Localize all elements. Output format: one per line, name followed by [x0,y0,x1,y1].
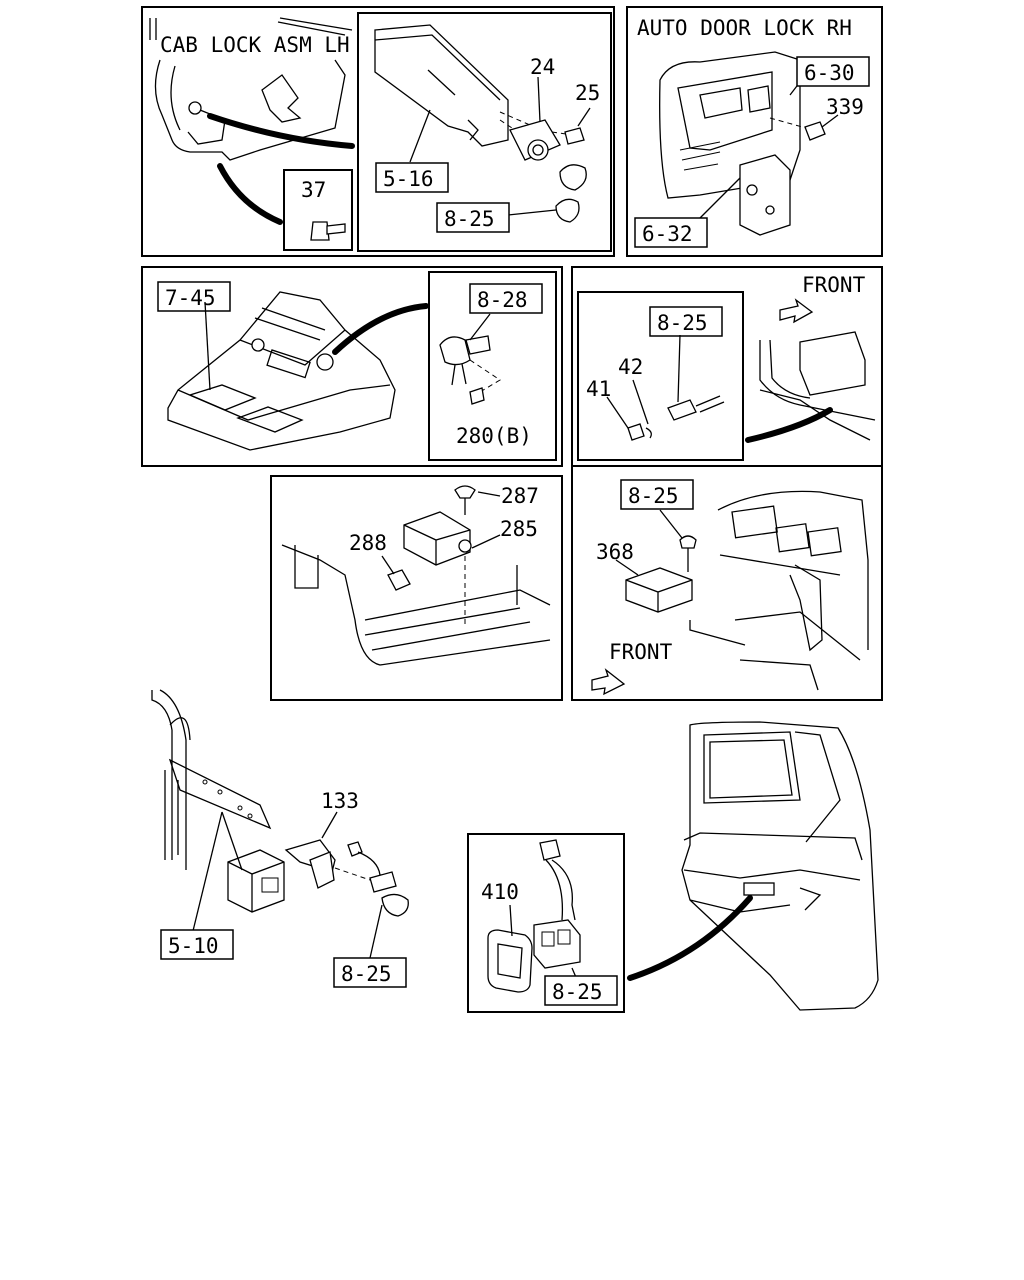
cab-lock-body-drawing [149,17,355,225]
group-door-switch-rh: 410 8-25 [467,721,879,1013]
front-label-2: FRONT [609,640,673,664]
panel-controller: 8-25 368 FRONT [571,465,883,701]
panel-floor-unit: 287 285 288 [270,475,563,701]
panel-sensor-inset-frame [577,291,744,461]
panel-cab-lock: CAB LOCK ASM LH 37 [141,6,615,257]
door-drawing [627,721,879,1011]
ref-8-25-e: 8-25 [552,980,603,1004]
cab-lock-title: CAB LOCK ASM LH [160,33,350,57]
floor-unit-drawing [281,485,551,666]
label-25: 25 [575,81,600,105]
panel-console: 7-45 8-28 280(B) [141,266,563,467]
label-42: 42 [618,355,643,379]
bolt-37: 37 [301,178,346,241]
label-339: 339 [826,95,864,119]
panel-floor-unit-frame [270,475,563,701]
switch-410-drawing [487,839,581,993]
ref-8-25-a: 8-25 [444,207,495,231]
label-133: 133 [321,789,359,813]
label-37: 37 [301,178,326,202]
cab-lock-inset-drawing: 24 25 5-16 8-25 [374,24,600,233]
panel-bolt-37-frame [283,169,353,251]
sensor-drawing [606,331,876,443]
panel-controller-frame [571,465,883,701]
front-label-1: FRONT [802,273,866,297]
label-24: 24 [530,55,555,79]
auto-door-title: AUTO DOOR LOCK RH [637,16,852,40]
ref-8-25-d: 8-25 [341,962,392,986]
label-288: 288 [349,531,387,555]
label-287: 287 [501,484,539,508]
panel-sensor: FRONT 8-25 41 42 [571,266,883,467]
label-280b: 280(B) [456,424,532,448]
ref-8-28: 8-28 [477,288,528,312]
ref-6-30: 6-30 [804,61,855,85]
group-door-switch-lh: 133 5-10 8-25 [151,689,409,988]
panel-console-frame [141,266,563,467]
label-410: 410 [481,880,519,904]
panel-410-frame [467,833,625,1013]
panel-auto-door-lock: AUTO DOOR LOCK RH 6-30 339 6-32 [626,6,883,257]
panel-auto-door-lock-frame [626,6,883,257]
ref-8-25-b: 8-25 [657,311,708,335]
ref-5-10: 5-10 [168,934,219,958]
switch-8-28-drawing [439,313,501,405]
ref-6-32: 6-32 [642,222,693,246]
label-368: 368 [596,540,634,564]
ref-8-25-c: 8-25 [628,484,679,508]
panel-cab-lock-frame [141,6,615,257]
door-panel-drawing [659,51,839,236]
label-285: 285 [500,517,538,541]
front-arrow-icon [779,298,814,324]
controller-drawing [615,490,869,691]
pillar-drawing [151,689,409,959]
front-arrow-icon-2 [591,668,626,696]
ref-5-16: 5-16 [383,167,434,191]
panel-8-28-frame [428,271,557,461]
panel-cab-lock-inset-frame [357,12,612,252]
console-drawing [167,291,429,451]
ref-7-45: 7-45 [165,286,216,310]
